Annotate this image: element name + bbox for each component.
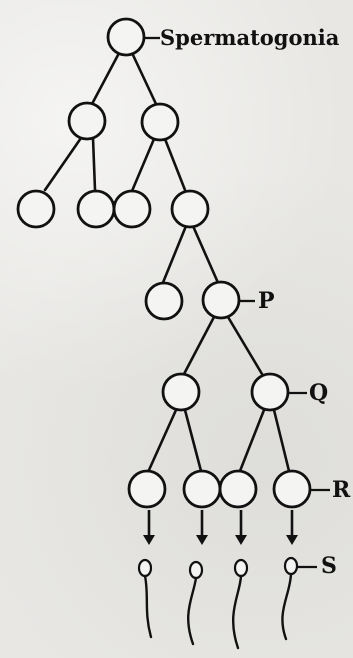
node-level1-right: [140, 102, 180, 142]
arrows: [143, 510, 298, 545]
sperm-tail-4: [281, 572, 293, 641]
node-r-4: [272, 469, 312, 509]
arrow-head-4: [286, 535, 298, 545]
node-level2-1: [16, 189, 56, 229]
arrow-head-1: [143, 535, 155, 545]
edge-l1-left: [43, 136, 83, 192]
node-level2-2: [76, 189, 116, 229]
edge-l3-left: [160, 224, 188, 287]
edge-root-left: [90, 53, 120, 106]
sperm-cells: [137, 556, 299, 650]
label-r: R: [332, 477, 351, 503]
node-p: [201, 280, 241, 320]
label-s: S: [321, 553, 337, 579]
edge-p-left: [182, 315, 216, 376]
label-q: Q: [309, 380, 328, 406]
sperm-head-1: [137, 558, 153, 578]
edge-p-right: [226, 315, 264, 376]
spermatogonia-node: [106, 17, 146, 57]
node-level1-left: [67, 101, 107, 141]
sperm-tail-2: [187, 576, 198, 646]
node-q-left: [161, 372, 201, 412]
node-level3-left: [144, 281, 184, 321]
node-r-2: [182, 469, 222, 509]
sperm-tail-3: [232, 574, 243, 650]
spermatogonia-label: Spermatogonia: [160, 25, 340, 50]
arrow-head-3: [235, 535, 247, 545]
edge-r1-left: [130, 137, 156, 193]
node-level2-4: [170, 189, 210, 229]
sperm-head-2: [188, 560, 204, 580]
edge-root-right: [131, 53, 158, 106]
sperm-head-4: [283, 556, 299, 576]
edge-q-left-right: [183, 408, 203, 473]
tree-edges: [43, 53, 291, 473]
label-leaders: [144, 36, 330, 569]
edge-q-right-right: [272, 408, 291, 473]
tree-nodes: [16, 17, 312, 509]
node-q-right: [250, 372, 290, 412]
node-r-3: [218, 469, 258, 509]
edge-l1-right: [91, 136, 97, 192]
edge-q-left-left: [147, 408, 178, 472]
sperm-tail-1: [143, 574, 153, 639]
arrow-head-2: [196, 535, 208, 545]
sperm-head-3: [233, 558, 249, 578]
node-level2-3: [112, 189, 152, 229]
label-p: P: [258, 288, 275, 314]
edge-l3-right: [191, 224, 221, 287]
edge-r1-right: [163, 137, 187, 192]
edge-q-right-left: [238, 408, 266, 473]
node-r-1: [127, 469, 167, 509]
labels: Spermatogonia P Q R S: [160, 25, 351, 579]
